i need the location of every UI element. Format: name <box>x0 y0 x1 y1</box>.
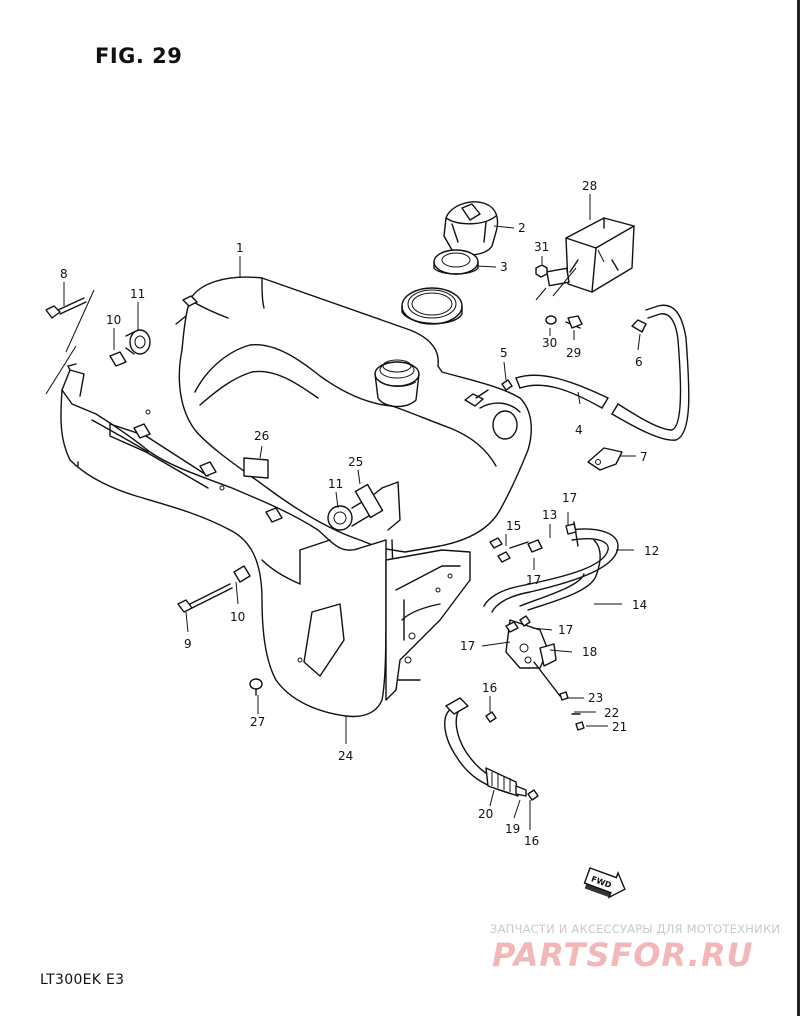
callout-24: 24 <box>338 749 353 763</box>
collar-upper <box>109 351 127 367</box>
callout-11-upper: 11 <box>130 287 145 301</box>
callout-30: 30 <box>542 336 557 350</box>
label-plate <box>243 457 269 479</box>
canister-washer <box>545 315 557 325</box>
clip-16-upper <box>485 711 497 723</box>
grommet-27 <box>249 678 263 696</box>
drain-hose <box>444 697 527 797</box>
callout-9: 9 <box>184 637 192 651</box>
bolt-8 <box>45 297 87 319</box>
figure-title: FIG. 29 <box>95 44 183 68</box>
mount-rubber-upper <box>125 329 151 355</box>
fuel-tank <box>175 276 532 553</box>
clip-6 <box>631 319 647 333</box>
callout-17-c: 17 <box>558 623 573 637</box>
clip-5 <box>501 379 513 391</box>
callout-29: 29 <box>566 346 581 360</box>
hose-clamp-bracket <box>587 447 623 471</box>
canister-nut <box>535 264 548 278</box>
callout-16-lower: 16 <box>524 834 539 848</box>
cap-gasket <box>433 249 479 275</box>
hose-fittings <box>489 523 585 731</box>
collar-lower <box>233 565 251 583</box>
fwd-arrow-icon: FWD <box>583 867 626 899</box>
model-code: LT300EK E3 <box>40 972 125 988</box>
callout-7: 7 <box>640 450 648 464</box>
callout-11-lower: 11 <box>328 477 343 491</box>
callout-18: 18 <box>582 645 597 659</box>
callout-17-d: 17 <box>460 639 475 653</box>
filler-ring <box>401 287 463 325</box>
callout-31: 31 <box>534 240 549 254</box>
leader-lines <box>45 194 641 830</box>
callout-21: 21 <box>612 720 627 734</box>
callout-6: 6 <box>635 355 643 369</box>
breather-hose <box>515 304 690 441</box>
fuel-valve <box>505 619 561 697</box>
callout-4: 4 <box>575 423 583 437</box>
callout-13: 13 <box>542 508 557 522</box>
mount-rubber-lower <box>327 483 384 531</box>
page-edge-border <box>797 0 800 1016</box>
callout-17-b: 17 <box>526 573 541 587</box>
callout-22: 22 <box>604 706 619 720</box>
callout-14: 14 <box>632 598 647 612</box>
callout-28: 28 <box>582 179 597 193</box>
filler-neck <box>374 359 420 408</box>
clip-16-lower <box>527 789 539 801</box>
bolt-9 <box>177 583 233 613</box>
callout-26: 26 <box>254 429 269 443</box>
callout-15: 15 <box>506 519 521 533</box>
fuel-hoses <box>483 521 619 613</box>
callout-20: 20 <box>478 807 493 821</box>
callout-19: 19 <box>505 822 520 836</box>
watermark-tagline: ЗАПЧАСТИ И АКСЕССУАРЫ ДЛЯ МОТОТЕХНИКИ <box>490 922 781 936</box>
callout-12: 12 <box>644 544 659 558</box>
callout-16-upper: 16 <box>482 681 497 695</box>
callout-3: 3 <box>500 260 508 274</box>
fuel-cap <box>443 201 499 256</box>
callout-labels: 1 2 3 4 5 6 7 8 9 10 10 11 11 12 13 14 1… <box>60 179 659 848</box>
callout-27: 27 <box>250 715 265 729</box>
callout-25: 25 <box>348 455 363 469</box>
callout-8: 8 <box>60 267 68 281</box>
callout-10-upper: 10 <box>106 313 121 327</box>
tank-bracket <box>385 549 471 701</box>
callout-1: 1 <box>236 241 244 255</box>
callout-2: 2 <box>518 221 526 235</box>
canister-bolt <box>565 315 583 329</box>
callout-17-a: 17 <box>562 491 577 505</box>
side-cover-frame <box>60 363 387 718</box>
watermark-logo: PARTSFOR.RU <box>492 936 754 974</box>
callout-5: 5 <box>500 346 508 360</box>
callout-10-lower: 10 <box>230 610 245 624</box>
evap-canister <box>546 217 635 293</box>
callout-23: 23 <box>588 691 603 705</box>
